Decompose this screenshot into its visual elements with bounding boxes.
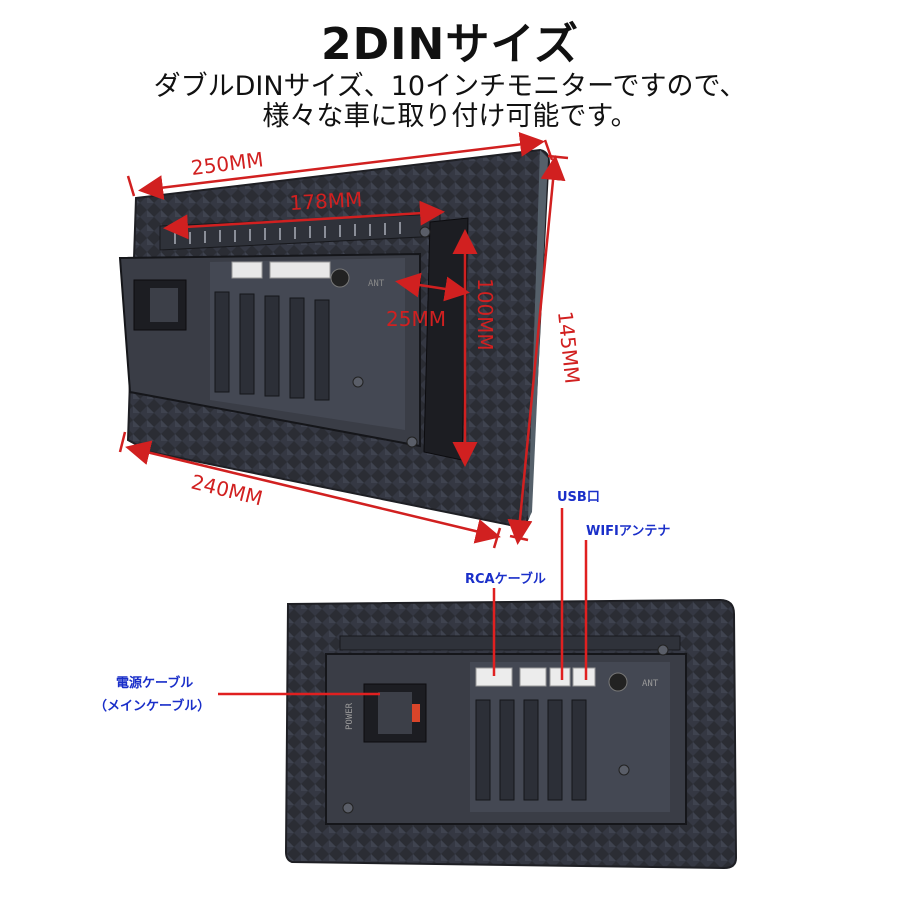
dim-tick	[126, 175, 136, 197]
dim-line-width-front	[138, 131, 545, 201]
page-title: 2DINサイズ	[320, 19, 579, 70]
dim-width-bottom: 240MM	[189, 470, 265, 511]
ant-label-rear: ANT	[642, 679, 659, 689]
dim-line-height-front	[507, 155, 566, 545]
description-line-2: 様々な車に取り付け可能です。	[262, 101, 638, 132]
device-rear-view: POWER ANT	[284, 598, 738, 870]
callout-rca: RCAケーブル	[465, 572, 546, 587]
dim-width-frame: 178MM	[289, 187, 363, 215]
dim-tick	[118, 431, 127, 453]
callout-wifi: WIFIアンテナ	[586, 524, 671, 539]
dim-line-depth	[395, 272, 470, 302]
dim-height-frame: 100MM	[473, 278, 497, 351]
power-label: POWER	[345, 702, 355, 730]
dim-tick	[509, 534, 529, 542]
callout-lines	[218, 508, 588, 696]
description-line-1: ダブルDINサイズ、10インチモニターですので、	[153, 71, 747, 102]
dim-depth: 25MM	[386, 307, 446, 331]
dim-line-width-bottom	[125, 440, 501, 544]
dimension-annotations	[118, 131, 569, 549]
callout-usb: USB口	[557, 490, 600, 505]
dim-line-width-frame	[163, 200, 445, 240]
callout-power-sub: （メインケーブル）	[94, 699, 211, 714]
dim-tick	[547, 154, 569, 160]
dim-height-front: 145MM	[553, 310, 584, 385]
dim-tick	[492, 527, 502, 549]
callout-power: 電源ケーブル	[116, 676, 194, 691]
ant-label: ANT	[368, 279, 385, 289]
dim-width-front: 250MM	[190, 147, 265, 180]
